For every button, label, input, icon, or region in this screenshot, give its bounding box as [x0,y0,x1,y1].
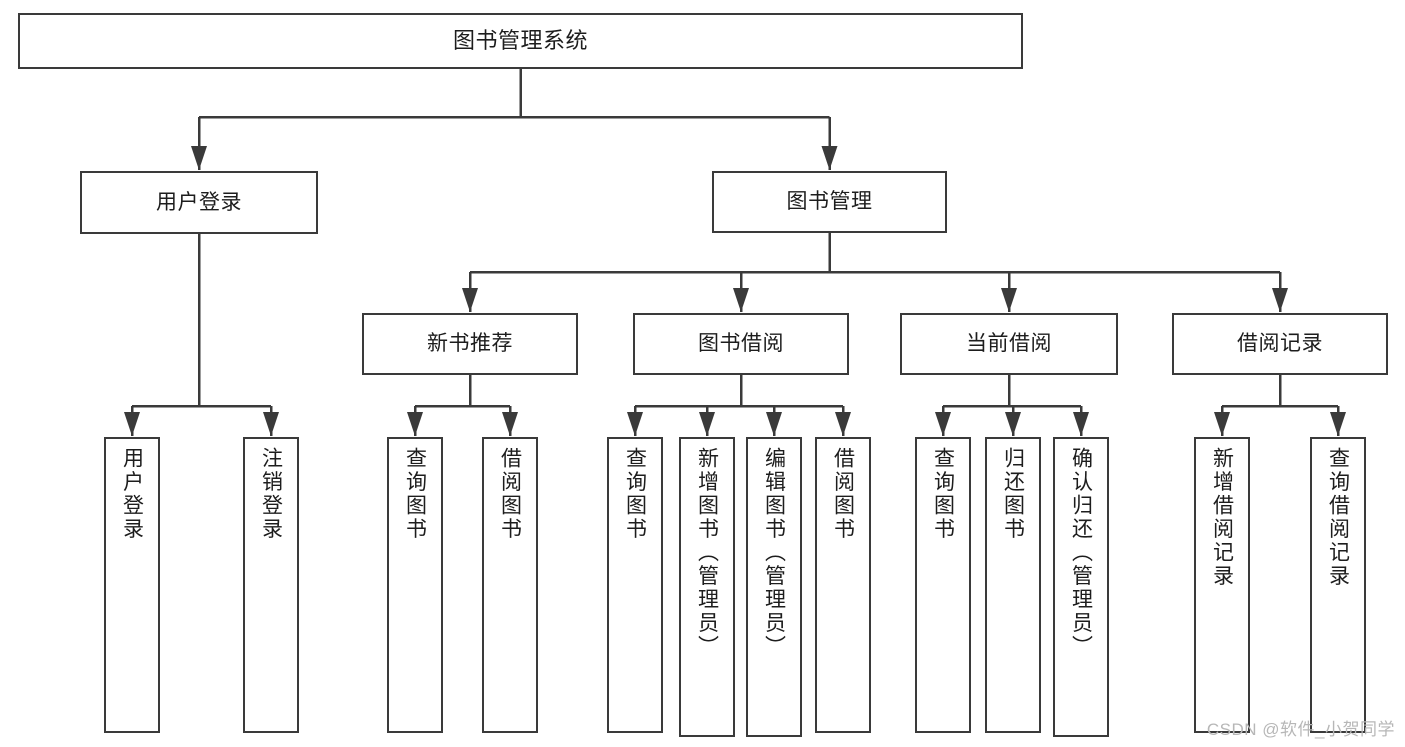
arrow-head-leaf-confirm-return [1073,412,1089,436]
arrow-head-leaf-borrow-book-2 [835,412,851,436]
node-user-login[interactable]: 用户登录 [80,171,318,234]
arrow-head-leaf-edit-book [766,412,782,436]
node-leaf-borrow-book-2[interactable]: 借阅图书 [815,437,871,733]
node-leaf-query-book-2[interactable]: 查询图书 [607,437,663,733]
node-label-leaf-borrow-book-1: 借阅图书 [498,447,522,541]
node-leaf-confirm-return[interactable]: 确认归还（管理员） [1053,437,1109,737]
node-label-leaf-borrow-book-2: 借阅图书 [831,447,855,541]
node-label-leaf-edit-book: 编辑图书（管理员） [762,447,786,659]
node-leaf-logout[interactable]: 注销登录 [243,437,299,733]
node-leaf-query-record[interactable]: 查询借阅记录 [1310,437,1366,733]
arrow-head-leaf-return-book [1005,412,1021,436]
arrow-head-leaf-add-book [699,412,715,436]
arrow-head-leaf-query-record [1330,412,1346,436]
node-label-book-borrow: 图书借阅 [698,332,784,356]
node-leaf-edit-book[interactable]: 编辑图书（管理员） [746,437,802,737]
arrow-head-leaf-user-login [124,412,140,436]
node-label-leaf-user-login: 用户登录 [120,447,144,541]
node-label-leaf-add-record: 新增借阅记录 [1210,447,1234,588]
node-root[interactable]: 图书管理系统 [18,13,1023,69]
node-leaf-user-login[interactable]: 用户登录 [104,437,160,733]
node-label-leaf-add-book: 新增图书（管理员） [695,447,719,659]
node-leaf-return-book[interactable]: 归还图书 [985,437,1041,733]
node-label-leaf-query-record: 查询借阅记录 [1326,447,1350,588]
node-label-leaf-return-book: 归还图书 [1001,447,1025,541]
node-label-leaf-logout: 注销登录 [259,447,283,541]
node-book-borrow[interactable]: 图书借阅 [633,313,849,375]
watermark: CSDN @软件_小贺同学 [1206,720,1395,739]
node-new-book-rec[interactable]: 新书推荐 [362,313,578,375]
arrow-head-current-borrow [1001,288,1017,312]
node-label-leaf-confirm-return: 确认归还（管理员） [1069,447,1093,659]
node-leaf-query-book-1[interactable]: 查询图书 [387,437,443,733]
node-book-manage[interactable]: 图书管理 [712,171,947,233]
arrow-head-leaf-query-book-1 [407,412,423,436]
arrow-head-book-borrow [733,288,749,312]
arrow-head-leaf-query-book-3 [935,412,951,436]
node-borrow-record[interactable]: 借阅记录 [1172,313,1388,375]
arrow-head-user-login [191,146,207,170]
node-label-borrow-record: 借阅记录 [1237,332,1323,356]
arrow-head-borrow-record [1272,288,1288,312]
arrow-head-leaf-query-book-2 [627,412,643,436]
node-label-leaf-query-book-3: 查询图书 [931,447,955,541]
node-label-book-manage: 图书管理 [786,190,873,214]
arrow-head-leaf-borrow-book-1 [502,412,518,436]
node-leaf-query-book-3[interactable]: 查询图书 [915,437,971,733]
node-leaf-add-record[interactable]: 新增借阅记录 [1194,437,1250,733]
node-leaf-borrow-book-1[interactable]: 借阅图书 [482,437,538,733]
node-label-root: 图书管理系统 [452,27,588,53]
node-label-current-borrow: 当前借阅 [966,332,1052,356]
node-label-leaf-query-book-2: 查询图书 [623,447,647,541]
node-current-borrow[interactable]: 当前借阅 [900,313,1118,375]
arrow-head-leaf-logout [263,412,279,436]
arrow-head-new-book-rec [462,288,478,312]
node-label-new-book-rec: 新书推荐 [427,332,513,356]
arrow-head-book-manage [821,146,838,170]
node-leaf-add-book[interactable]: 新增图书（管理员） [679,437,735,737]
arrow-head-leaf-add-record [1214,412,1230,436]
node-label-leaf-query-book-1: 查询图书 [403,447,427,541]
node-label-user-login: 用户登录 [156,190,242,214]
